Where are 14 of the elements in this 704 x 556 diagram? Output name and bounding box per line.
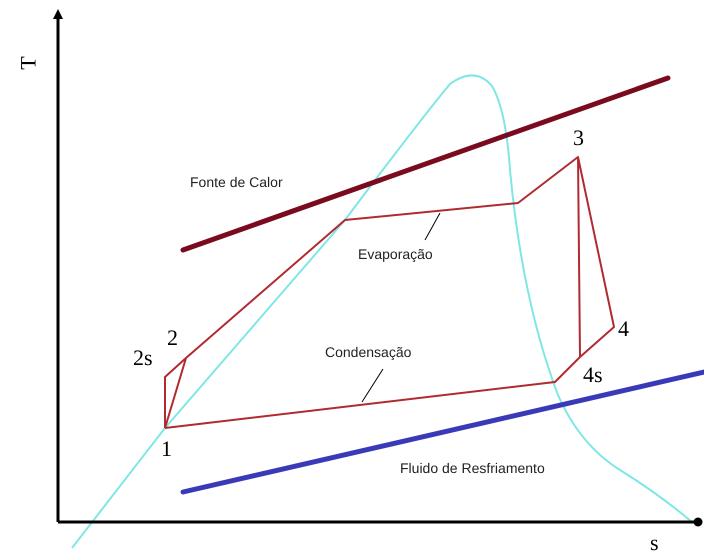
state-point-number: 2 — [167, 325, 178, 351]
state-point-number: 3 — [573, 125, 584, 151]
state-point-number: 4s — [583, 362, 603, 388]
process-label: Condensação — [325, 344, 412, 360]
axis-label: T — [16, 56, 42, 70]
state-point-number: 2s — [133, 345, 153, 371]
cooling-fluid-label: Fluido de Resfriamento — [400, 460, 545, 476]
leader-line — [362, 368, 384, 402]
axis-label: s — [650, 530, 659, 556]
heat-source-label: Fonte de Calor — [190, 174, 283, 190]
state-point-number: 1 — [161, 436, 172, 462]
leader-line — [424, 212, 440, 240]
state-point-number: 4 — [618, 316, 629, 342]
process-label: Evaporação — [358, 246, 433, 262]
